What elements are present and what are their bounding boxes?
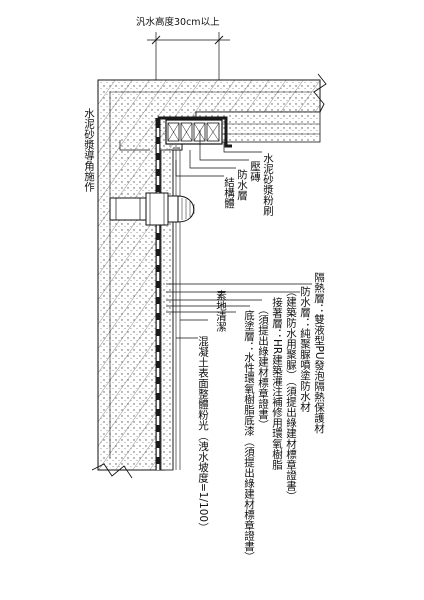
leader-lines	[119, 130, 312, 339]
waterproof-layers	[155, 116, 232, 471]
mortar-finish-label: 水泥砂漿粉刷	[262, 153, 274, 216]
slope-finish-label: 混凝土表面整體粉光（洩水坡度=1/100）	[197, 336, 209, 533]
mortar-corner-label: 水泥砂漿導角施作	[83, 108, 95, 192]
insulation-label: 隔熱層：雙液型PU發泡隔熱保護材	[313, 272, 325, 433]
waterproof-spec-1-label: 防水層：純聚脲噴塗防水材	[299, 285, 311, 412]
top-height-label: 汎水高度30cm以上	[136, 16, 220, 28]
waterproof-spec-2-label: （建築防水用聚脲）（須提出綠建材標章證書）	[285, 286, 297, 501]
top-dimension: 汎水高度30cm以上	[136, 16, 230, 80]
structure-label: 結構體	[223, 176, 235, 209]
plain-concrete-label: 素地清潔	[215, 289, 227, 333]
brick-row	[165, 119, 223, 145]
primer-layer-label: 底塗層：水性環氧樹脂底漆（須提出綠建材標章證書）	[243, 309, 255, 562]
drain-pipe	[109, 184, 195, 234]
brick-row-label: 壓磚	[249, 161, 261, 182]
bonding-spec-label: （須提出綠建材標章證書）	[257, 304, 269, 430]
annotations: 水泥砂漿粉刷 壓磚 防水層 結構體 水泥砂漿導角施作 隔熱層：雙液型PU發泡隔熱…	[83, 108, 325, 562]
waterproof-layer-label: 防水層	[236, 168, 248, 200]
bonding-layer-label: 接著層：HR建築灌注補修用環氧樹脂	[271, 296, 283, 470]
